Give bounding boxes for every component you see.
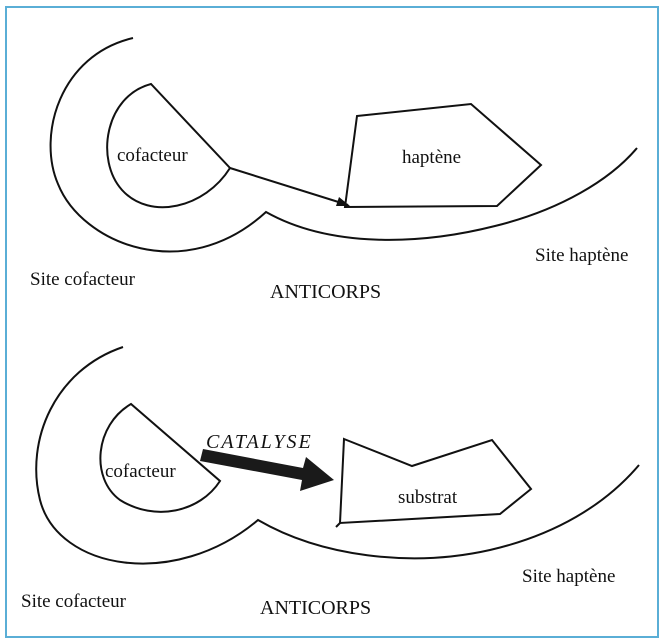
bottom-antibody-outline (36, 347, 639, 564)
top-site-hapten-label: Site haptène (535, 246, 628, 265)
top-tether-arrowhead (336, 197, 350, 206)
top-hapten-label: haptène (402, 148, 461, 167)
bottom-site-cofactor-label: Site cofacteur (21, 592, 126, 611)
bottom-panel (36, 347, 639, 564)
bottom-cofactor-label: cofacteur (105, 462, 176, 481)
bottom-antibody-label: ANTICORPS (260, 598, 371, 618)
catalysis-arrow (200, 449, 334, 491)
top-cofactor-label: cofacteur (117, 146, 188, 165)
bottom-site-hapten-label: Site haptène (522, 567, 615, 586)
figure-frame (6, 7, 658, 637)
top-tether-line (230, 168, 348, 205)
catalysis-label: CATALYSE (206, 432, 313, 452)
bottom-substrate-shape (340, 439, 531, 523)
bottom-substrate-label: substrat (398, 488, 457, 507)
top-antibody-label: ANTICORPS (270, 282, 381, 302)
top-site-cofactor-label: Site cofacteur (30, 270, 135, 289)
bottom-substrate-tail (336, 523, 340, 527)
